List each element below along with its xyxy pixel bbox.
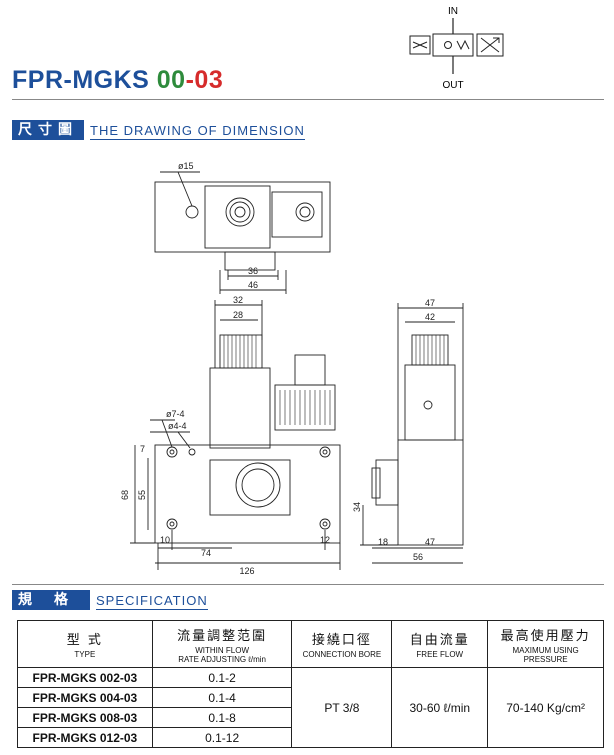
dim-top-36: 36	[248, 266, 258, 276]
check-ball-icon	[444, 41, 452, 49]
symbol-in-label: IN	[448, 6, 458, 17]
dim-front-126: 126	[239, 566, 254, 576]
dimension-drawing: ø15 36 46 32 28 ø7-4 ø4-4 7 68 55 10 74 …	[120, 161, 464, 576]
section-spec-title: SPECIFICATION	[96, 593, 208, 610]
section-rule	[12, 584, 604, 585]
header-type: 型 式 TYPE	[17, 620, 153, 668]
title-dash: -	[185, 66, 195, 94]
free-flow-value: 30-60 ℓ/min	[391, 667, 489, 748]
dim-front-10: 10	[160, 535, 170, 545]
table-row: FPR-MGKS 002-03 0.1-2 PT 3/8 30-60 ℓ/min…	[17, 667, 604, 748]
dim-side-42: 42	[425, 312, 435, 322]
header-free-flow: 自由流量 FREE FLOW	[391, 620, 489, 668]
header-connection: 接繞口徑 CONNECTION BORE	[291, 620, 393, 668]
row-type: FPR-MGKS 004-03	[17, 687, 153, 708]
symbol-out-label: OUT	[442, 80, 463, 91]
dim-front-68: 68	[120, 490, 130, 500]
product-title: FPR-MGKS 00-03	[12, 66, 223, 95]
dim-side-47b: 47	[425, 537, 435, 547]
dim-side-34: 34	[352, 502, 362, 512]
title-code-a: 00	[156, 66, 186, 94]
spec-table: 型 式 TYPE 流量調整范圍 WITHIN FLOW RATE ADJUSTI…	[17, 620, 604, 748]
section-dimension-header: 尺寸圖 THE DRAWING OF DIMENSION	[12, 120, 305, 140]
dim-side-56: 56	[413, 552, 423, 562]
dim-front-32: 32	[233, 295, 243, 305]
table-row: FPR-MGKS 008-03 0.1-8	[17, 707, 604, 728]
dim-front-hole2: ø4-4	[168, 421, 187, 431]
dim-front-hole1: ø7-4	[166, 409, 185, 419]
row-type: FPR-MGKS 002-03	[17, 667, 153, 688]
section-dimension-title: THE DRAWING OF DIMENSION	[90, 123, 305, 140]
row-type: FPR-MGKS 012-03	[17, 727, 153, 748]
title-model: FPR-MGKS	[12, 66, 150, 94]
hydraulic-symbol: IN OUT	[409, 6, 504, 91]
dim-front-74: 74	[201, 548, 211, 558]
dim-side-18: 18	[378, 537, 388, 547]
section-spec-tag: 規格	[12, 590, 90, 610]
dim-top-46: 46	[248, 280, 258, 290]
connection-bore-value: PT 3/8	[291, 667, 393, 748]
row-rate: 0.1-4	[151, 687, 293, 708]
header-rate: 流量調整范圍 WITHIN FLOW RATE ADJUSTING ℓ/min	[151, 620, 293, 668]
row-type: FPR-MGKS 008-03	[17, 707, 153, 728]
row-rate: 0.1-2	[151, 667, 293, 688]
dim-front-28: 28	[233, 310, 243, 320]
row-rate: 0.1-12	[151, 727, 293, 748]
section-dimension-tag: 尺寸圖	[12, 120, 84, 140]
row-rate: 0.1-8	[151, 707, 293, 728]
dim-front-12: 12	[320, 535, 330, 545]
dim-side-47a: 47	[425, 298, 435, 308]
table-header-row: 型 式 TYPE 流量調整范圍 WITHIN FLOW RATE ADJUSTI…	[17, 620, 604, 668]
title-rule	[12, 99, 604, 100]
dim-front-55: 55	[137, 490, 147, 500]
table-row: FPR-MGKS 004-03 0.1-4	[17, 687, 604, 708]
dim-front-7: 7	[140, 444, 145, 454]
section-spec-header: 規格 SPECIFICATION	[12, 590, 208, 610]
max-pressure-value: 70-140 Kg/cm²	[487, 667, 604, 748]
header-pressure: 最高使用壓力 MAXIMUM USING PRESSURE	[487, 620, 604, 668]
dim-top-hole: ø15	[178, 161, 194, 171]
table-row: FPR-MGKS 012-03 0.1-12	[17, 727, 604, 748]
title-code-b: 03	[194, 66, 224, 94]
